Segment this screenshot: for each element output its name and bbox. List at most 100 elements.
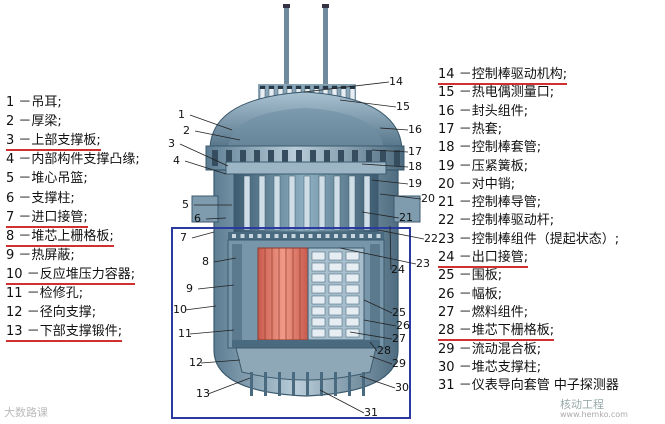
callout-25: 25 [392,306,406,319]
callout-11: 11 [178,327,192,340]
legend-number: 27 [438,304,459,320]
legend-item-20: 20 －对中销; [438,177,515,193]
legend-number: 19 [438,158,459,174]
legend-item-10: 10 －反应堆压力容器; [6,266,136,285]
leader-line-22 [377,229,425,240]
callout-15: 15 [396,100,410,113]
legend-text: －下部支撑锻件; [26,324,123,340]
leader-line-20 [379,193,422,200]
legend-text: －热套; [458,121,503,137]
legend-number: 4 [6,152,19,168]
leader-line-6 [205,217,227,220]
legend-number: 13 [6,324,27,340]
legend-text: －厚梁; [18,114,62,130]
lower-internals-highlight-box [171,227,411,419]
leader-line-7 [191,231,215,239]
legend-text: －进口接管; [18,209,88,225]
legend-item-22: 22 －控制棒驱动杆; [438,213,554,229]
leader-line-9 [197,284,235,290]
callout-6: 6 [194,212,201,225]
leader-line-3 [179,143,229,167]
callout-13: 13 [196,387,210,400]
watermark-right: 核动工程 [560,398,604,411]
callout-23: 23 [416,257,430,270]
leader-line-4 [184,160,227,175]
legend-item-13: 13 －下部支撑锻件; [6,324,123,343]
legend-number: 14 [438,67,459,82]
legend-text: －热屏蔽; [18,247,75,263]
legend-text: －堆芯下栅格板; [458,323,555,339]
callout-9: 9 [186,282,193,295]
legend-item-26: 26 －幅板; [438,287,502,303]
legend-item-30: 30 －堆芯支撑柱; [438,360,541,376]
callout-30: 30 [395,381,409,394]
legend-number: 10 [6,266,27,282]
legend-text: －压紧簧板; [458,158,529,174]
callout-16: 16 [408,123,422,136]
watermark-url: www.hemko.com [560,410,628,419]
callout-3: 3 [168,137,175,150]
leader-line-11 [189,329,235,335]
leader-line-14 [303,81,390,93]
legend-number: 23 [438,231,459,247]
callout-14: 14 [389,75,403,88]
legend-item-12: 12 －径向支撑; [6,305,96,321]
legend-number: 20 [438,176,459,192]
legend-text: －控制棒驱动杆; [458,213,555,229]
legend-number: 25 [438,268,459,284]
legend-number: 5 [6,171,19,187]
legend-text: －堆芯上栅格板; [18,228,114,244]
legend-text: －对中销; [458,176,516,192]
legend-text: －热电偶测量口; [458,85,555,101]
callout-29: 29 [392,357,406,370]
legend-text: －上部支撑板; [18,133,101,149]
leader-line-15 [339,99,397,108]
legend-item-31: 31 －仪表导向套管 中子探测器 [438,378,619,394]
legend-text: －反应堆压力容器; [26,266,136,282]
callout-8: 8 [202,255,209,268]
legend-item-17: 17 －热套; [438,122,502,138]
leader-line-30 [359,375,396,389]
legend-item-2: 2 －厚梁; [6,114,62,130]
upper-core-plate [228,232,384,240]
leader-line-12 [200,359,241,364]
callout-2: 2 [183,124,190,137]
legend-item-25: 25 －围板; [438,268,502,284]
leader-line-17 [371,149,409,153]
leader-line-26 [363,319,397,327]
callout-4: 4 [173,154,180,167]
legend-item-8: 8 －堆芯上栅格板; [6,229,114,247]
leader-line-18 [361,163,409,168]
leader-line-10 [184,305,217,311]
leader-line-21 [361,211,400,219]
legend-item-27: 27 －燃料组件; [438,305,528,321]
leader-line-27 [349,331,393,340]
legend-text: －控制棒驱动机构; [458,67,568,82]
legend-item-24: 24 －出口接管; [438,250,529,268]
legend-number: 24 [438,250,459,265]
legend-item-29: 29 －流动混合板; [438,342,541,358]
callout-28: 28 [377,344,391,357]
legend-number: 31 [438,378,459,394]
legend-number: 9 [6,247,19,263]
legend-text: －吊耳; [18,95,62,110]
fuel-assemblies [257,247,309,341]
leader-line-1 [189,114,233,131]
legend-number: 11 [6,286,27,301]
callout-22: 22 [424,232,438,245]
legend-item-3: 3 －上部支撑板; [6,133,101,152]
legend-number: 28 [438,323,459,339]
legend-text: －控制棒套管; [458,140,542,156]
callout-17: 17 [408,145,422,158]
callout-18: 18 [408,160,422,173]
control-rod-drive-mechanism [283,4,329,96]
legend-text: －检修孔; [26,286,84,301]
legend-item-5: 5 －堆心吊篮; [6,171,88,187]
legend-text: －流动混合板; [458,341,542,357]
legend-item-4: 4 －内部构件支撑凸缘; [6,152,140,168]
legend-number: 29 [438,341,459,357]
leader-line-28 [369,341,378,352]
legend-number: 8 [6,228,19,244]
callout-31: 31 [364,406,378,419]
